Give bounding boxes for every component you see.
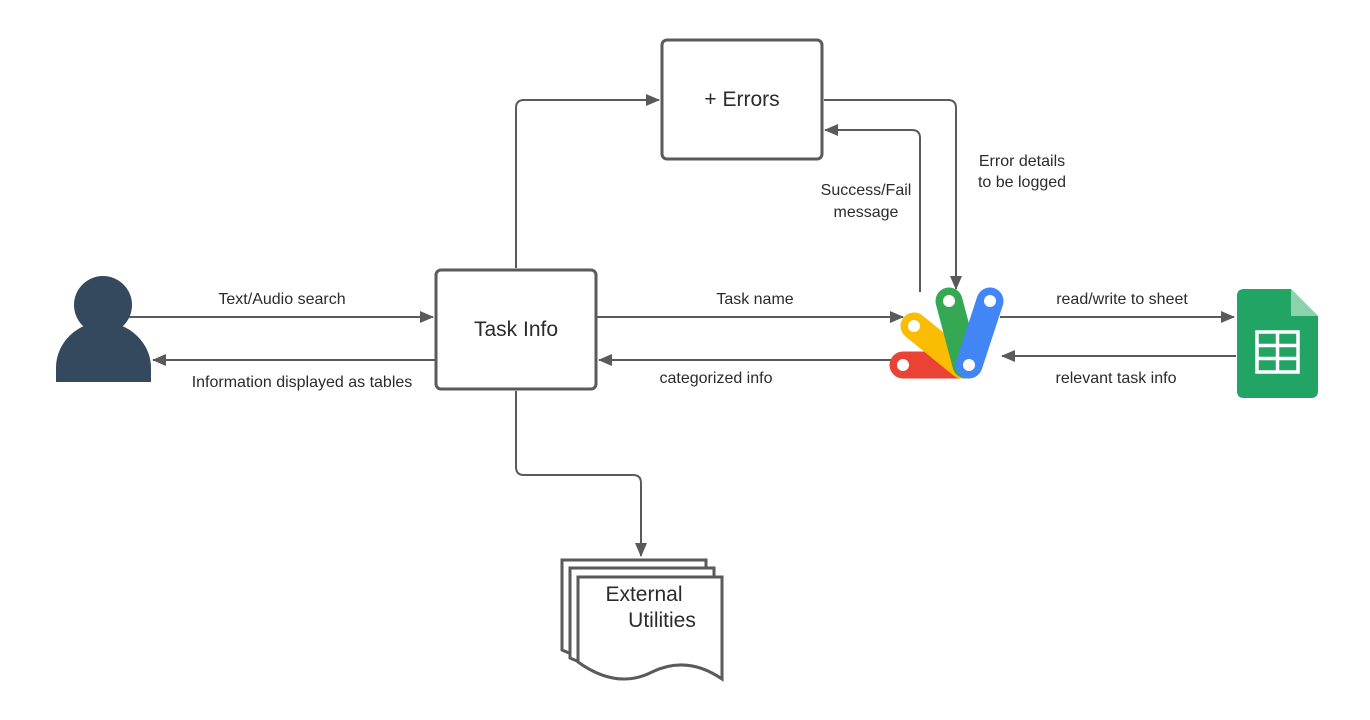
edge-labels: Text/Audio search Information displayed … [192,153,1189,391]
label-success-fail-2: message [834,204,899,221]
label-read-write: read/write to sheet [1056,291,1188,308]
label-error-details-1: Error details [979,153,1065,170]
node-task-info: Task Info [434,268,598,391]
edge-success-fail [824,124,921,292]
label-text-audio-search: Text/Audio search [218,291,345,308]
external-label-2: Utilities [628,609,696,632]
label-relevant-info: relevant task info [1056,370,1177,387]
user-icon [56,276,151,382]
user-body [56,322,151,382]
label-info-displayed: Information displayed as tables [192,374,413,391]
user-head [74,276,132,334]
edges [128,94,1236,557]
apps-script-icon [889,287,1004,379]
edge-task-to-external [515,391,647,557]
node-errors: + Errors [660,38,824,161]
google-sheets-icon [1237,289,1318,398]
node-external-utilities: External Utilities [560,558,724,682]
label-success-fail-1: Success/Fail [821,182,912,199]
label-categorized-info: categorized info [660,370,773,387]
external-label-1: External [605,583,682,606]
edge-task-to-errors [515,94,660,268]
label-error-details-2: to be logged [978,174,1066,191]
label-task-name: Task name [716,291,793,308]
errors-label: + Errors [704,88,779,111]
edge-error-details [824,99,962,290]
task-info-label: Task Info [474,318,558,341]
